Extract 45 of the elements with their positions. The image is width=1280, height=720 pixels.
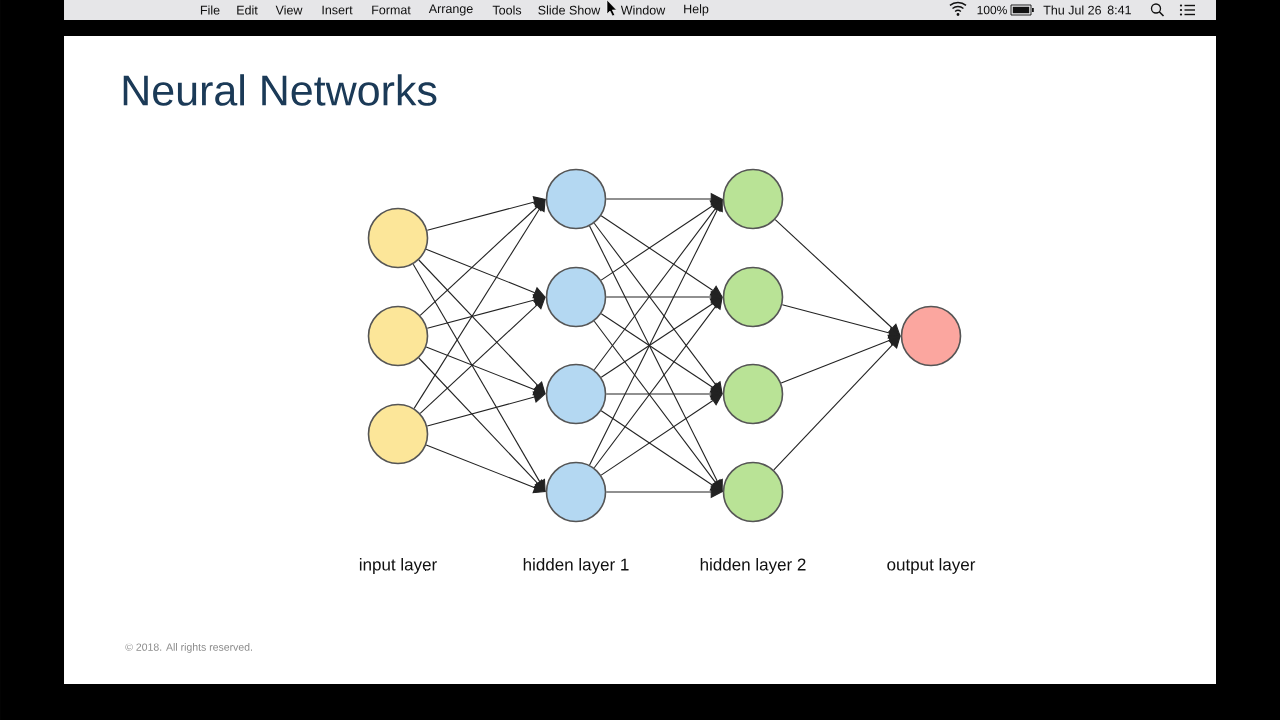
menu-item: Format (372, 5, 411, 15)
arrow (773, 336, 901, 471)
neuron-circle (367, 207, 429, 269)
menu-item: Insert (322, 5, 353, 15)
neuron-circle (722, 168, 784, 230)
arrow (593, 297, 723, 469)
arrow (425, 444, 546, 494)
menu-item: Window (620, 5, 666, 15)
neuron-circle (900, 305, 962, 367)
menu-item: Tools (492, 5, 522, 15)
layer-label: input layer (359, 558, 437, 574)
neuron-circle (545, 461, 607, 523)
neuron-circle (722, 266, 784, 328)
neuron-circle (367, 305, 429, 367)
menu-item: Slide Show (538, 5, 601, 15)
arrow (781, 304, 901, 339)
neuron-circle (367, 403, 429, 465)
layer-label: output layer (887, 558, 976, 574)
arrow (425, 248, 546, 299)
arrow (426, 391, 546, 427)
date-text: Thu Jul 26 (1043, 5, 1101, 15)
copyright-notice: © 2018. All rights reserved. (125, 643, 252, 653)
menu-item: View (275, 5, 303, 15)
arrow (600, 215, 723, 297)
clock-time: 8:41 (1107, 5, 1131, 15)
arrow (600, 394, 723, 476)
menu-item: Arrange (428, 4, 473, 16)
menu-item: Edit (237, 5, 258, 15)
menu-item: File (200, 5, 220, 15)
arrow (425, 346, 546, 396)
neuron-circle (545, 168, 607, 230)
neuron-circle (545, 363, 607, 425)
arrow (600, 313, 723, 394)
slide-title: Neural Networks (123, 74, 437, 106)
neuron-circle (722, 363, 784, 425)
arrow (419, 297, 546, 414)
arrow (413, 199, 546, 409)
layer-label: hidden layer 2 (700, 558, 806, 574)
arrow (589, 199, 723, 466)
neuron-circle (545, 266, 607, 328)
menu-item: Help (684, 4, 709, 16)
neuron-circle (722, 461, 784, 523)
arrow (600, 410, 723, 492)
layer-label: hidden layer 1 (523, 558, 629, 574)
battery-percentage: 100% (977, 5, 1007, 15)
